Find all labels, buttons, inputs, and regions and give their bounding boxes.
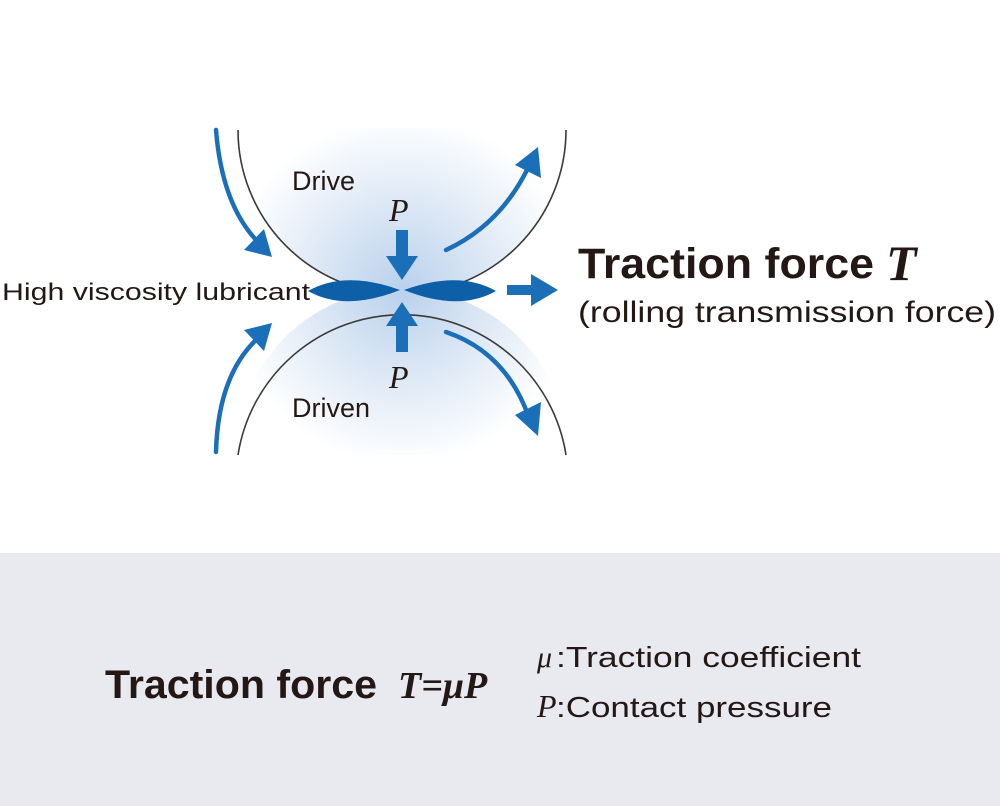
driven-label: Driven: [292, 393, 370, 423]
formula-panel: Traction force T=μP μ :Traction coeffici…: [0, 553, 1000, 806]
traction-force-arrow: [507, 274, 558, 306]
arrow-outgoing-bottom: [443, 329, 531, 418]
arrow-incoming-top: [213, 127, 261, 245]
traction-symbol: T: [886, 235, 919, 291]
traction-title: Traction force: [578, 240, 874, 288]
pressure-label-top: P: [388, 192, 409, 228]
mu-symbol: μ: [536, 641, 552, 674]
rotation-arrows: [213, 127, 531, 455]
arrow-incoming-bottom: [213, 335, 261, 455]
p-symbol: P: [536, 688, 557, 724]
pressure-label-bottom: P: [388, 359, 409, 395]
formula-label: Traction force: [105, 663, 377, 707]
arrow-outgoing-top: [443, 165, 531, 253]
lubricant-film: [308, 280, 496, 302]
formula-equation: T=μP: [398, 665, 488, 707]
pressure-arrow-up: [386, 302, 418, 352]
rotation-arrowheads: [244, 147, 541, 436]
drive-label: Drive: [292, 166, 355, 196]
p-description: :Contact pressure: [556, 692, 832, 724]
mu-description: :Traction coefficient: [556, 642, 861, 674]
traction-subtitle: (rolling transmission force): [578, 296, 996, 329]
pressure-arrow-down: [386, 230, 418, 280]
lubricant-label: High viscosity lubricant: [2, 279, 310, 306]
